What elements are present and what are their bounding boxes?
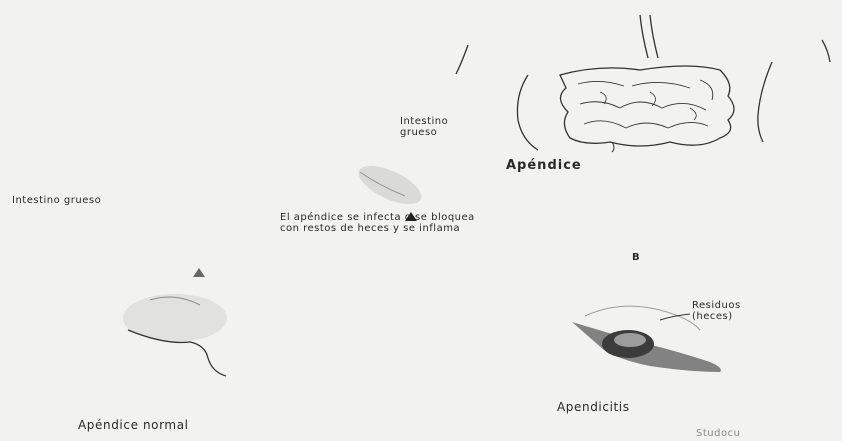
abdomen-illustration — [456, 15, 830, 152]
label-residuos-line1: Residuos — [692, 300, 741, 311]
label-grueso-line2: grueso — [400, 127, 448, 138]
label-residuos-line2: (heces) — [692, 311, 741, 322]
panel-b-marker: B — [632, 252, 640, 263]
normal-appendix-drawing — [123, 294, 227, 376]
caption-line2: con restos de heces y se inflama — [280, 223, 475, 234]
caption-line1: El apéndice se infecta o se bloquea — [280, 212, 475, 223]
small-appendix-sketch — [353, 158, 426, 212]
watermark-logo: Studocu — [696, 428, 740, 439]
label-apendice-normal: Apéndice normal — [78, 418, 189, 432]
caption-infection: El apéndice se infecta o se bloquea con … — [280, 212, 475, 234]
label-intestino-grueso-left: Intestino grueso — [12, 195, 101, 206]
label-apendicitis: Apendicitis — [557, 400, 630, 414]
label-residuos: Residuos (heces) — [692, 300, 741, 322]
label-intestino-line1: Intestino — [400, 116, 448, 127]
panel-a-left-triangle — [193, 268, 205, 277]
label-intestino-grueso-top: Intestino grueso — [400, 116, 448, 138]
label-apendice: Apéndice — [506, 158, 582, 173]
